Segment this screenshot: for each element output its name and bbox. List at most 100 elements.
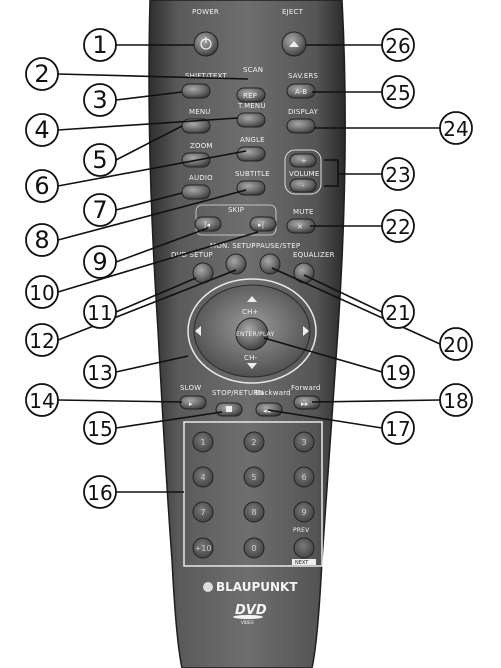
callout-number: 3 bbox=[92, 86, 107, 114]
power-label: POWER bbox=[192, 8, 219, 16]
callout-number: 23 bbox=[385, 163, 410, 187]
volume-down-button[interactable] bbox=[289, 178, 317, 193]
volume-frame bbox=[284, 149, 322, 195]
mon-setup-button[interactable] bbox=[225, 253, 247, 275]
pause-step-label: PAUSE/STEP bbox=[256, 242, 300, 250]
number-key-4[interactable] bbox=[192, 466, 214, 488]
power-button[interactable] bbox=[193, 31, 219, 57]
number-key-label: 7 bbox=[200, 508, 205, 517]
number-key-label: 3 bbox=[301, 438, 306, 447]
number-key-label: 9 bbox=[301, 508, 306, 517]
callout-number: 5 bbox=[92, 146, 107, 174]
callout-circle-17 bbox=[381, 411, 415, 445]
number-key-label: +10 bbox=[195, 544, 212, 553]
number-key-7[interactable] bbox=[192, 501, 214, 523]
backward-icon: ◂◂ bbox=[263, 407, 271, 415]
callout-number: 4 bbox=[34, 116, 49, 144]
subtitle-button[interactable] bbox=[236, 180, 266, 196]
skip-forward-button[interactable] bbox=[249, 216, 277, 232]
number-key-+10[interactable] bbox=[192, 537, 214, 559]
number-key-label: 0 bbox=[251, 544, 256, 553]
callout-number: 26 bbox=[385, 34, 410, 58]
callout-number: 18 bbox=[443, 389, 468, 413]
menu-label: MENU bbox=[189, 108, 211, 116]
display-label: DISPLAY bbox=[288, 108, 319, 116]
callout-circle-1 bbox=[83, 28, 117, 62]
callout-circle-6 bbox=[25, 169, 59, 203]
nav-pad-ring bbox=[187, 278, 317, 384]
nav-up-icon bbox=[247, 296, 257, 302]
callout-number: 19 bbox=[385, 361, 410, 385]
callout-circle-22 bbox=[381, 209, 415, 243]
number-key-8[interactable] bbox=[243, 501, 265, 523]
ch-plus-label: CH+ bbox=[242, 308, 259, 316]
rep-button[interactable] bbox=[236, 87, 266, 103]
ab-label: A-B bbox=[295, 88, 307, 96]
mute-label: MUTE bbox=[293, 208, 314, 216]
text-label: SHIFT/TEXT bbox=[185, 72, 227, 80]
number-key-9[interactable] bbox=[293, 501, 315, 523]
volume-up-button[interactable] bbox=[289, 153, 317, 168]
display-button[interactable] bbox=[286, 118, 316, 134]
callout-circle-2 bbox=[25, 57, 59, 91]
subtitle-label: SUBTITLE bbox=[235, 170, 270, 178]
callout-markers: 1234567891011121314151617181920212223242… bbox=[25, 28, 473, 509]
number-keypad-frame bbox=[183, 421, 323, 567]
angle-button[interactable] bbox=[236, 146, 266, 162]
number-key-label: 8 bbox=[251, 508, 256, 517]
eject-label: EJECT bbox=[282, 8, 304, 16]
audio-button[interactable] bbox=[181, 184, 211, 200]
skip-back-icon: |◂ bbox=[204, 221, 211, 229]
skip-back-button[interactable] bbox=[194, 216, 222, 232]
callout-leaders bbox=[57, 44, 441, 493]
number-key-1[interactable] bbox=[192, 431, 214, 453]
prev-next-button[interactable] bbox=[293, 537, 315, 559]
callout-circle-13 bbox=[83, 355, 117, 389]
callout-number: 14 bbox=[29, 389, 54, 413]
number-key-5[interactable] bbox=[243, 466, 265, 488]
callout-number: 10 bbox=[29, 281, 54, 305]
t-menu-label: T.MENU bbox=[237, 102, 266, 110]
callout-circle-24 bbox=[439, 111, 473, 145]
callout-circle-20 bbox=[439, 327, 473, 361]
number-key-label: 2 bbox=[251, 438, 256, 447]
callout-circle-10 bbox=[25, 275, 59, 309]
number-key-0[interactable] bbox=[243, 537, 265, 559]
callout-number: 9 bbox=[92, 248, 107, 276]
stop-icon bbox=[226, 406, 232, 412]
stop-return-label: STOP/RETURN bbox=[212, 389, 264, 397]
number-key-label: 4 bbox=[200, 473, 205, 482]
text-button[interactable] bbox=[181, 83, 211, 99]
forward-icon: ▸▸ bbox=[301, 400, 309, 408]
prev-label: PREV bbox=[293, 527, 310, 534]
number-key-6[interactable] bbox=[293, 466, 315, 488]
number-key-2[interactable] bbox=[243, 431, 265, 453]
mon-setup-label: MON. SETUP bbox=[210, 242, 256, 250]
dvd-logo: DVD bbox=[235, 603, 267, 618]
brand-logo-icon bbox=[203, 582, 213, 592]
callout-number: 21 bbox=[385, 301, 410, 325]
enter-play-button[interactable] bbox=[235, 317, 269, 351]
nav-left-icon bbox=[195, 326, 201, 336]
forward-label: Forward bbox=[291, 384, 321, 392]
callout-circle-14 bbox=[25, 383, 59, 417]
nav-right-icon bbox=[303, 326, 309, 336]
equalizer-label: EQUALIZER bbox=[293, 251, 335, 259]
angle-label: ANGLE bbox=[240, 136, 265, 144]
dvd-logo-sub: VIDEO bbox=[241, 620, 254, 625]
mute-icon: ✕ bbox=[297, 223, 303, 231]
ab-button[interactable] bbox=[286, 83, 316, 99]
volume-label: VOLUME bbox=[289, 170, 320, 178]
slow-button[interactable] bbox=[179, 395, 207, 410]
next-label-box bbox=[292, 559, 316, 565]
callout-number: 1 bbox=[92, 31, 107, 59]
ch-minus-label: CH- bbox=[244, 354, 258, 362]
callout-circle-26 bbox=[381, 28, 415, 62]
callout-circle-19 bbox=[381, 355, 415, 389]
t-menu-button[interactable] bbox=[236, 112, 266, 128]
number-key-label: 5 bbox=[251, 473, 256, 482]
callout-number: 7 bbox=[92, 196, 107, 224]
callout-circle-3 bbox=[83, 83, 117, 117]
number-key-3[interactable] bbox=[293, 431, 315, 453]
